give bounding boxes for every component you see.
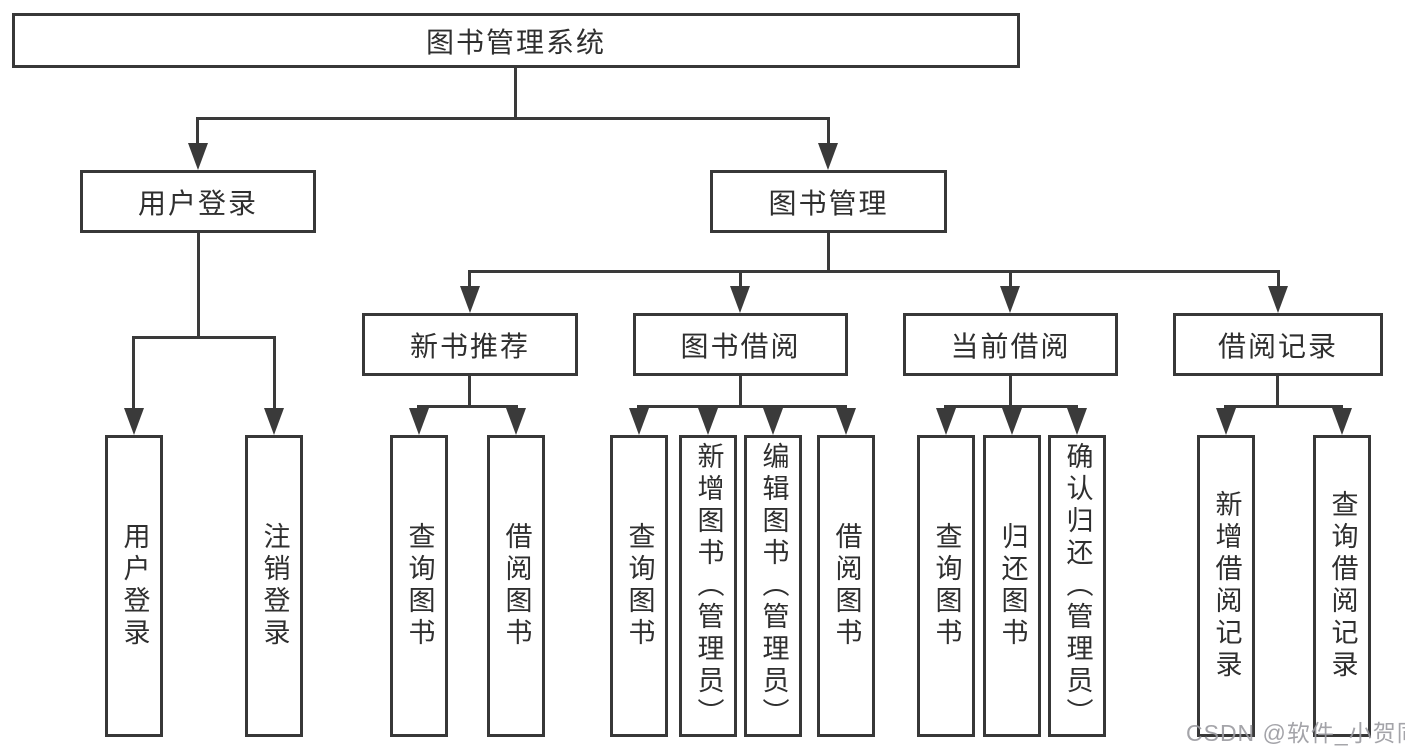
- connector-line: [273, 336, 276, 411]
- connector-line: [827, 117, 830, 146]
- node-borrowing-records: 借阅记录: [1173, 313, 1383, 376]
- connector-line: [468, 376, 471, 408]
- leaf-add-borrow-record: 新增借阅记录: [1197, 435, 1255, 737]
- leaf-logout: 注销登录: [245, 435, 303, 737]
- node-user-login: 用户登录: [80, 170, 316, 233]
- connector-line: [1009, 376, 1012, 408]
- node-new-book-recommendation: 新书推荐: [362, 313, 578, 376]
- leaf-user-login: 用户登录: [105, 435, 163, 737]
- connector-line: [196, 117, 830, 120]
- connector-line: [1009, 270, 1012, 288]
- arrow-down-icon: [730, 286, 750, 313]
- arrow-down-icon: [1000, 286, 1020, 313]
- connector-line: [1277, 270, 1280, 288]
- arrow-down-icon: [763, 408, 783, 435]
- connector-line: [417, 405, 518, 408]
- leaf-query-books-recommend: 查询图书: [390, 435, 448, 737]
- connector-line: [468, 270, 471, 288]
- connector-line: [1276, 376, 1279, 408]
- arrow-down-icon: [836, 408, 856, 435]
- node-book-borrowing: 图书借阅: [633, 313, 848, 376]
- connector-line: [468, 270, 1280, 273]
- leaf-query-books-current: 查询图书: [917, 435, 975, 737]
- arrow-down-icon: [460, 286, 480, 313]
- arrow-down-icon: [936, 408, 956, 435]
- arrow-down-icon: [264, 408, 284, 435]
- arrow-down-icon: [124, 408, 144, 435]
- leaf-query-borrow-record: 查询借阅记录: [1313, 435, 1371, 737]
- leaf-query-books-borrowing: 查询图书: [610, 435, 668, 737]
- connector-line: [739, 270, 742, 288]
- leaf-borrow-books-borrowing: 借阅图书: [817, 435, 875, 737]
- node-current-borrowing: 当前借阅: [903, 313, 1118, 376]
- arrow-down-icon: [698, 408, 718, 435]
- node-library-management-system: 图书管理系统: [12, 13, 1020, 68]
- arrow-down-icon: [629, 408, 649, 435]
- arrow-down-icon: [506, 408, 526, 435]
- node-book-management: 图书管理: [710, 170, 947, 233]
- arrow-down-icon: [818, 143, 838, 170]
- arrow-down-icon: [1268, 286, 1288, 313]
- connector-line: [132, 336, 135, 411]
- arrow-down-icon: [188, 143, 208, 170]
- arrow-down-icon: [409, 408, 429, 435]
- connector-line: [197, 233, 200, 339]
- leaf-return-book: 归还图书: [983, 435, 1041, 737]
- connector-line: [827, 233, 830, 273]
- arrow-down-icon: [1216, 408, 1236, 435]
- leaf-add-book-admin: 新增图书（管理员）: [679, 435, 737, 737]
- arrow-down-icon: [1067, 408, 1087, 435]
- connector-line: [637, 405, 847, 408]
- leaf-edit-book-admin: 编辑图书（管理员）: [744, 435, 802, 737]
- connector-line: [196, 117, 199, 146]
- connector-line: [132, 336, 276, 339]
- connector-line: [514, 68, 517, 120]
- arrow-down-icon: [1332, 408, 1352, 435]
- csdn-watermark: CSDN @软件_小贺同学: [1186, 720, 1405, 746]
- arrow-down-icon: [1002, 408, 1022, 435]
- leaf-borrow-books-recommend: 借阅图书: [487, 435, 545, 737]
- connector-line: [944, 405, 1078, 408]
- leaf-confirm-return-admin: 确认归还（管理员）: [1048, 435, 1106, 737]
- connector-line: [1224, 405, 1343, 408]
- connector-line: [739, 376, 742, 408]
